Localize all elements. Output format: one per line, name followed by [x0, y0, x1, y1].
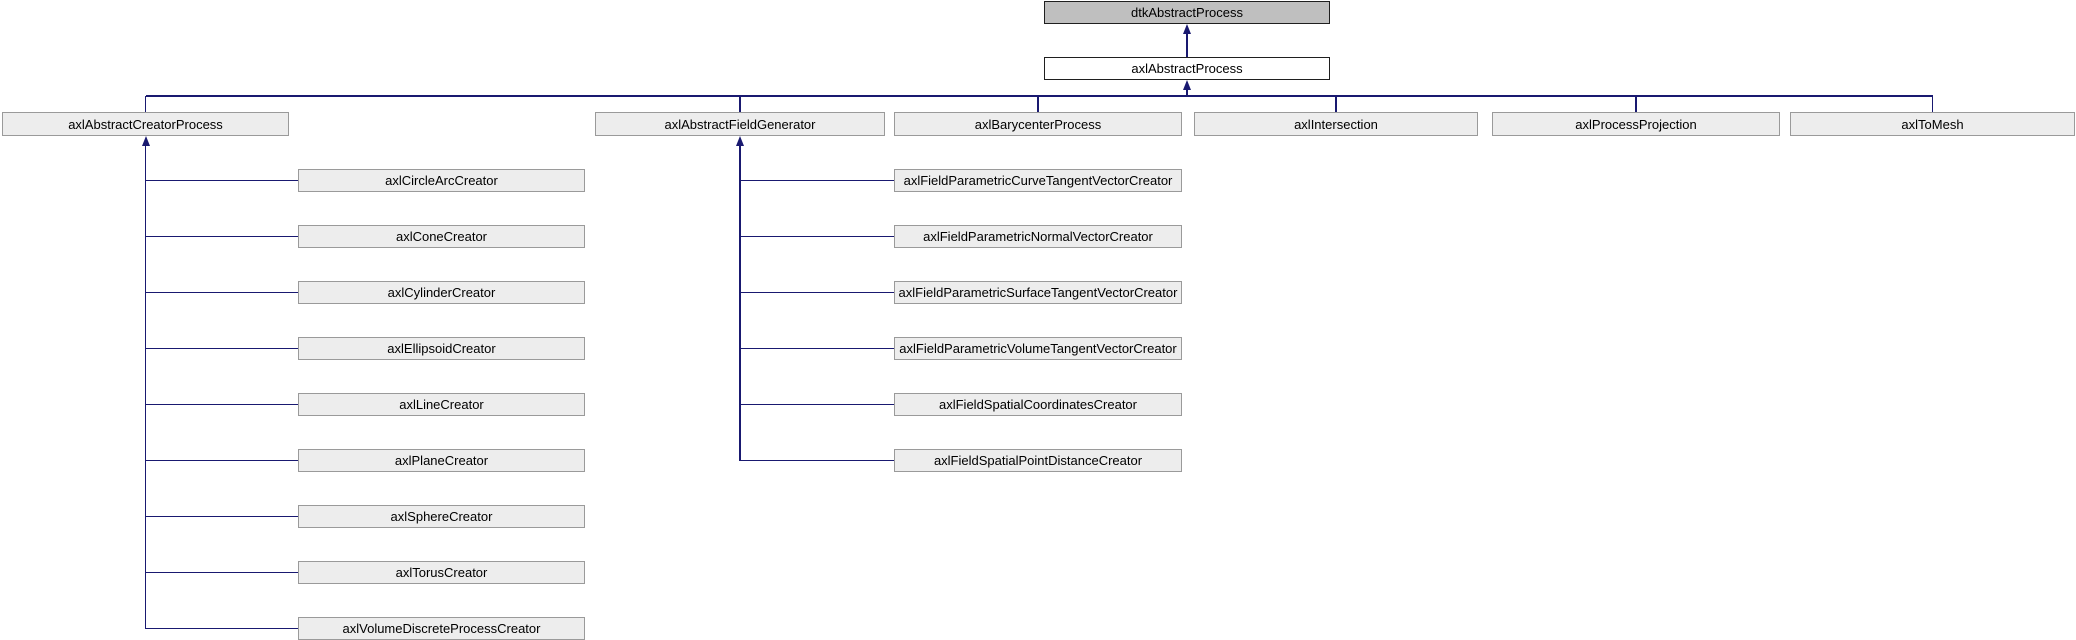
class-node-dtkAbstractProcess[interactable]: dtkAbstractProcess: [1044, 1, 1330, 24]
inheritance-edge: [739, 145, 741, 462]
inheritance-edge: [1635, 96, 1637, 112]
inheritance-edge: [145, 347, 298, 350]
class-node-axlLineCreator[interactable]: axlLineCreator: [298, 393, 585, 416]
inheritance-edge: [1931, 96, 1934, 112]
inheritance-edge: [145, 459, 298, 462]
inheritance-edge: [740, 459, 894, 462]
inheritance-edge: [1186, 33, 1188, 57]
class-node-axlAbstractCreatorProcess[interactable]: axlAbstractCreatorProcess: [2, 112, 289, 136]
class-node-axlCircleArcCreator[interactable]: axlCircleArcCreator: [298, 169, 585, 192]
class-node-axlIntersection[interactable]: axlIntersection: [1194, 112, 1478, 136]
inheritance-edge: [739, 96, 741, 112]
inheritance-edge: [740, 179, 894, 182]
inheritance-edge: [145, 571, 298, 574]
class-node-axlFieldSpatialPointDistanceCreator[interactable]: axlFieldSpatialPointDistanceCreator: [894, 449, 1182, 472]
inheritance-edge: [145, 515, 298, 518]
class-node-axlFieldParametricNormalVectorCreator[interactable]: axlFieldParametricNormalVectorCreator: [894, 225, 1182, 248]
inheritance-edge: [1335, 96, 1337, 112]
class-node-axlEllipsoidCreator[interactable]: axlEllipsoidCreator: [298, 337, 585, 360]
class-node-axlFieldParametricSurfaceTangentVectorCreator[interactable]: axlFieldParametricSurfaceTangentVectorCr…: [894, 281, 1182, 304]
inheritance-edge: [145, 403, 298, 406]
class-node-axlBarycenterProcess[interactable]: axlBarycenterProcess: [894, 112, 1182, 136]
class-node-axlFieldParametricCurveTangentVectorCreator[interactable]: axlFieldParametricCurveTangentVectorCrea…: [894, 169, 1182, 192]
inheritance-edge: [740, 347, 894, 350]
inheritance-edge: [740, 235, 894, 238]
class-node-axlFieldSpatialCoordinatesCreator[interactable]: axlFieldSpatialCoordinatesCreator: [894, 393, 1182, 416]
class-node-axlConeCreator[interactable]: axlConeCreator: [298, 225, 585, 248]
inheritance-edge: [1037, 96, 1039, 112]
class-node-axlProcessProjection[interactable]: axlProcessProjection: [1492, 112, 1780, 136]
inheritance-edge: [144, 96, 147, 112]
arrowhead-up-icon: [1183, 24, 1191, 34]
inheritance-edge: [145, 291, 298, 294]
inheritance-edge: [145, 627, 298, 630]
class-node-axlPlaneCreator[interactable]: axlPlaneCreator: [298, 449, 585, 472]
class-node-axlAbstractFieldGenerator[interactable]: axlAbstractFieldGenerator: [595, 112, 885, 136]
arrowhead-up-icon: [1183, 80, 1191, 90]
inheritance-edge: [740, 403, 894, 406]
inheritance-edge: [145, 179, 298, 182]
inheritance-edge: [145, 95, 1933, 97]
arrowhead-up-icon: [141, 136, 150, 146]
class-node-axlToMesh[interactable]: axlToMesh: [1790, 112, 2075, 136]
class-node-axlCylinderCreator[interactable]: axlCylinderCreator: [298, 281, 585, 304]
inheritance-edge: [144, 145, 147, 630]
class-node-axlAbstractProcess[interactable]: axlAbstractProcess: [1044, 57, 1330, 80]
class-node-axlVolumeDiscreteProcessCreator[interactable]: axlVolumeDiscreteProcessCreator: [298, 617, 585, 640]
class-node-axlTorusCreator[interactable]: axlTorusCreator: [298, 561, 585, 584]
class-node-axlFieldParametricVolumeTangentVectorCreator[interactable]: axlFieldParametricVolumeTangentVectorCre…: [894, 337, 1182, 360]
inheritance-edge: [740, 291, 894, 294]
inheritance-edge: [1186, 89, 1188, 96]
inheritance-edge: [145, 235, 298, 238]
arrowhead-up-icon: [736, 136, 744, 146]
class-node-axlSphereCreator[interactable]: axlSphereCreator: [298, 505, 585, 528]
